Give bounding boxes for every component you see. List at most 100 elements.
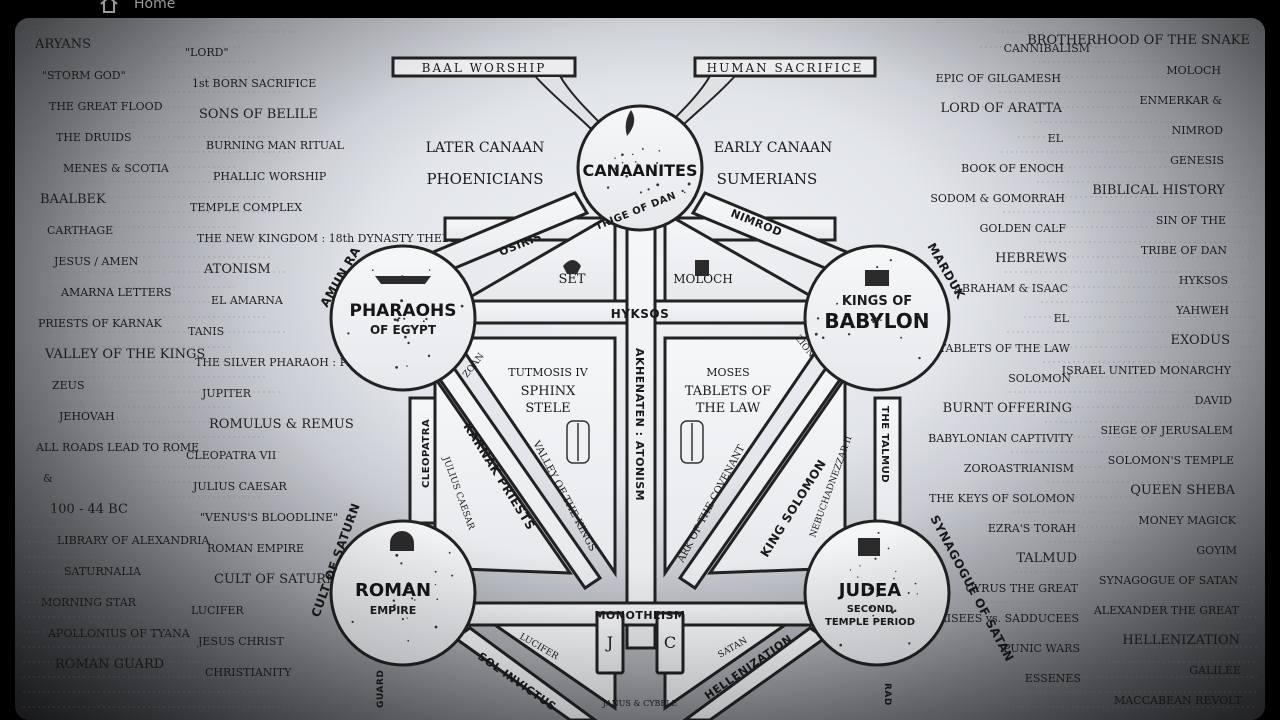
speck bbox=[916, 314, 920, 317]
speck bbox=[853, 326, 856, 329]
left-notes-8: MENES & SCOTIA bbox=[63, 162, 170, 175]
tree-structure bbox=[329, 56, 951, 720]
the-law-label: THE LAW bbox=[696, 401, 761, 416]
j-label: J bbox=[605, 633, 613, 652]
left-notes-31: "VENUS'S BLOODLINE" bbox=[200, 511, 338, 524]
roman-sub: EMPIRE bbox=[370, 604, 417, 617]
speck bbox=[880, 319, 882, 321]
speck bbox=[874, 557, 877, 560]
right-notes-5: LORD OF ARATTA bbox=[940, 101, 1062, 116]
monotheism-label: MONOTHEISM bbox=[594, 609, 685, 622]
speck bbox=[448, 551, 451, 554]
right-notes-36: SYNAGOGUE OF SATAN bbox=[1099, 574, 1238, 587]
speck bbox=[386, 592, 390, 595]
right-notes-34: GOYIM bbox=[1196, 544, 1237, 557]
speck bbox=[401, 618, 404, 621]
judea-title: JUDEA bbox=[837, 580, 902, 601]
speck bbox=[407, 341, 410, 345]
speck bbox=[411, 597, 414, 600]
later-canaan: LATER CANAAN bbox=[426, 140, 545, 156]
speck bbox=[393, 604, 396, 607]
speck bbox=[407, 581, 410, 584]
speck bbox=[816, 317, 820, 320]
talmud-label: THE TALMUD bbox=[879, 406, 890, 483]
temple-icon bbox=[858, 538, 880, 556]
speck bbox=[656, 183, 660, 187]
speck bbox=[877, 531, 880, 534]
left-notes-15: ATONISM bbox=[203, 262, 271, 277]
right-notes-35: TALMUD bbox=[1016, 551, 1077, 566]
right-notes-16: HYKSOS bbox=[1179, 274, 1228, 287]
left-notes-13: THE NEW KINGDOM : 18th DYNASTY THEBES bbox=[197, 232, 466, 245]
speck bbox=[436, 598, 439, 601]
right-notes-19: EL bbox=[1054, 312, 1070, 325]
speck bbox=[397, 317, 400, 320]
right-notes-3: EPIC OF GILGAMESH bbox=[936, 72, 1061, 85]
rad-label: RAD bbox=[882, 683, 892, 706]
speck bbox=[683, 191, 686, 194]
roman-title: ROMAN bbox=[355, 580, 431, 601]
pharaohs-title: PHARAOHS bbox=[349, 301, 456, 321]
speck bbox=[634, 161, 637, 163]
speck bbox=[425, 317, 428, 321]
speck bbox=[407, 588, 410, 590]
speck bbox=[857, 576, 859, 578]
right-notes-31: THE KEYS OF SOLOMON bbox=[929, 492, 1075, 505]
speck bbox=[641, 147, 644, 150]
home-link[interactable]: Home bbox=[98, 0, 175, 13]
right-notes-26: SIEGE OF JERUSALEM bbox=[1101, 424, 1233, 437]
speck bbox=[395, 366, 398, 369]
right-notes-1: CANNIBALISM bbox=[1004, 42, 1090, 55]
left-notes-34: SATURNALIA bbox=[64, 565, 142, 578]
left-notes-3: 1st BORN SACRIFICE bbox=[192, 77, 316, 90]
stone-tablets-icon bbox=[566, 420, 704, 464]
left-notes-30: 100 - 44 BC bbox=[50, 502, 128, 517]
home-label: Home bbox=[134, 0, 176, 12]
speck bbox=[814, 332, 818, 336]
judea-sub1: SECOND bbox=[847, 604, 894, 615]
speck bbox=[859, 565, 861, 567]
roman-bust-icon bbox=[390, 531, 414, 551]
speck bbox=[416, 306, 418, 309]
lamassu-icon bbox=[865, 270, 889, 286]
speck bbox=[406, 365, 408, 367]
tutmosis-label: TUTMOSIS IV bbox=[508, 366, 588, 379]
early-canaan: EARLY CANAAN bbox=[714, 140, 833, 156]
left-notes-24: JEHOVAH bbox=[58, 410, 115, 423]
speck bbox=[460, 304, 464, 308]
speck bbox=[918, 314, 921, 317]
speck bbox=[427, 354, 431, 358]
right-notes-12: SIN OF THE bbox=[1156, 214, 1226, 227]
left-notes-7: BURNING MAN RITUAL bbox=[206, 139, 345, 152]
speck bbox=[916, 593, 918, 595]
speck bbox=[451, 574, 454, 577]
left-notes-0: ARYANS bbox=[34, 37, 91, 52]
left-notes-29: JULIUS CAESAR bbox=[192, 480, 288, 493]
left-notes-5: SONS OF BELILE bbox=[199, 107, 318, 122]
left-notes-18: PRIESTS OF KARNAK bbox=[38, 317, 163, 330]
speck bbox=[900, 336, 903, 339]
moloch-label: MOLOCH bbox=[673, 272, 733, 286]
speck bbox=[371, 269, 374, 272]
speck bbox=[887, 547, 890, 550]
right-notes-9: BOOK OF ENOCH bbox=[961, 162, 1064, 175]
speck bbox=[914, 582, 917, 585]
speck bbox=[907, 591, 910, 595]
speck bbox=[401, 275, 404, 278]
left-notes-38: APOLLONIUS OF TYANA bbox=[47, 627, 191, 640]
video-frame[interactable]: ARYANS"LORD""STORM GOD"1st BORN SACRIFIC… bbox=[15, 18, 1265, 720]
top-bar: Home bbox=[0, 0, 1280, 18]
left-notes-9: PHALLIC WORSHIP bbox=[213, 170, 327, 183]
right-notes-24: DAVID bbox=[1195, 394, 1233, 407]
background-lines bbox=[23, 31, 1257, 708]
right-notes-20: EXODUS bbox=[1171, 333, 1230, 348]
right-notes-32: MONEY MAGICK bbox=[1138, 514, 1236, 527]
speck bbox=[639, 191, 642, 194]
left-notes-11: TEMPLE COMPLEX bbox=[190, 201, 302, 214]
serpent-icon bbox=[625, 110, 635, 136]
left-notes-16: AMARNA LETTERS bbox=[60, 286, 172, 299]
right-notes-43: ESSENES bbox=[1025, 672, 1081, 685]
speck bbox=[434, 625, 438, 629]
texture-specks bbox=[347, 147, 928, 647]
left-notes-27: CLEOPATRA VII bbox=[186, 449, 276, 462]
